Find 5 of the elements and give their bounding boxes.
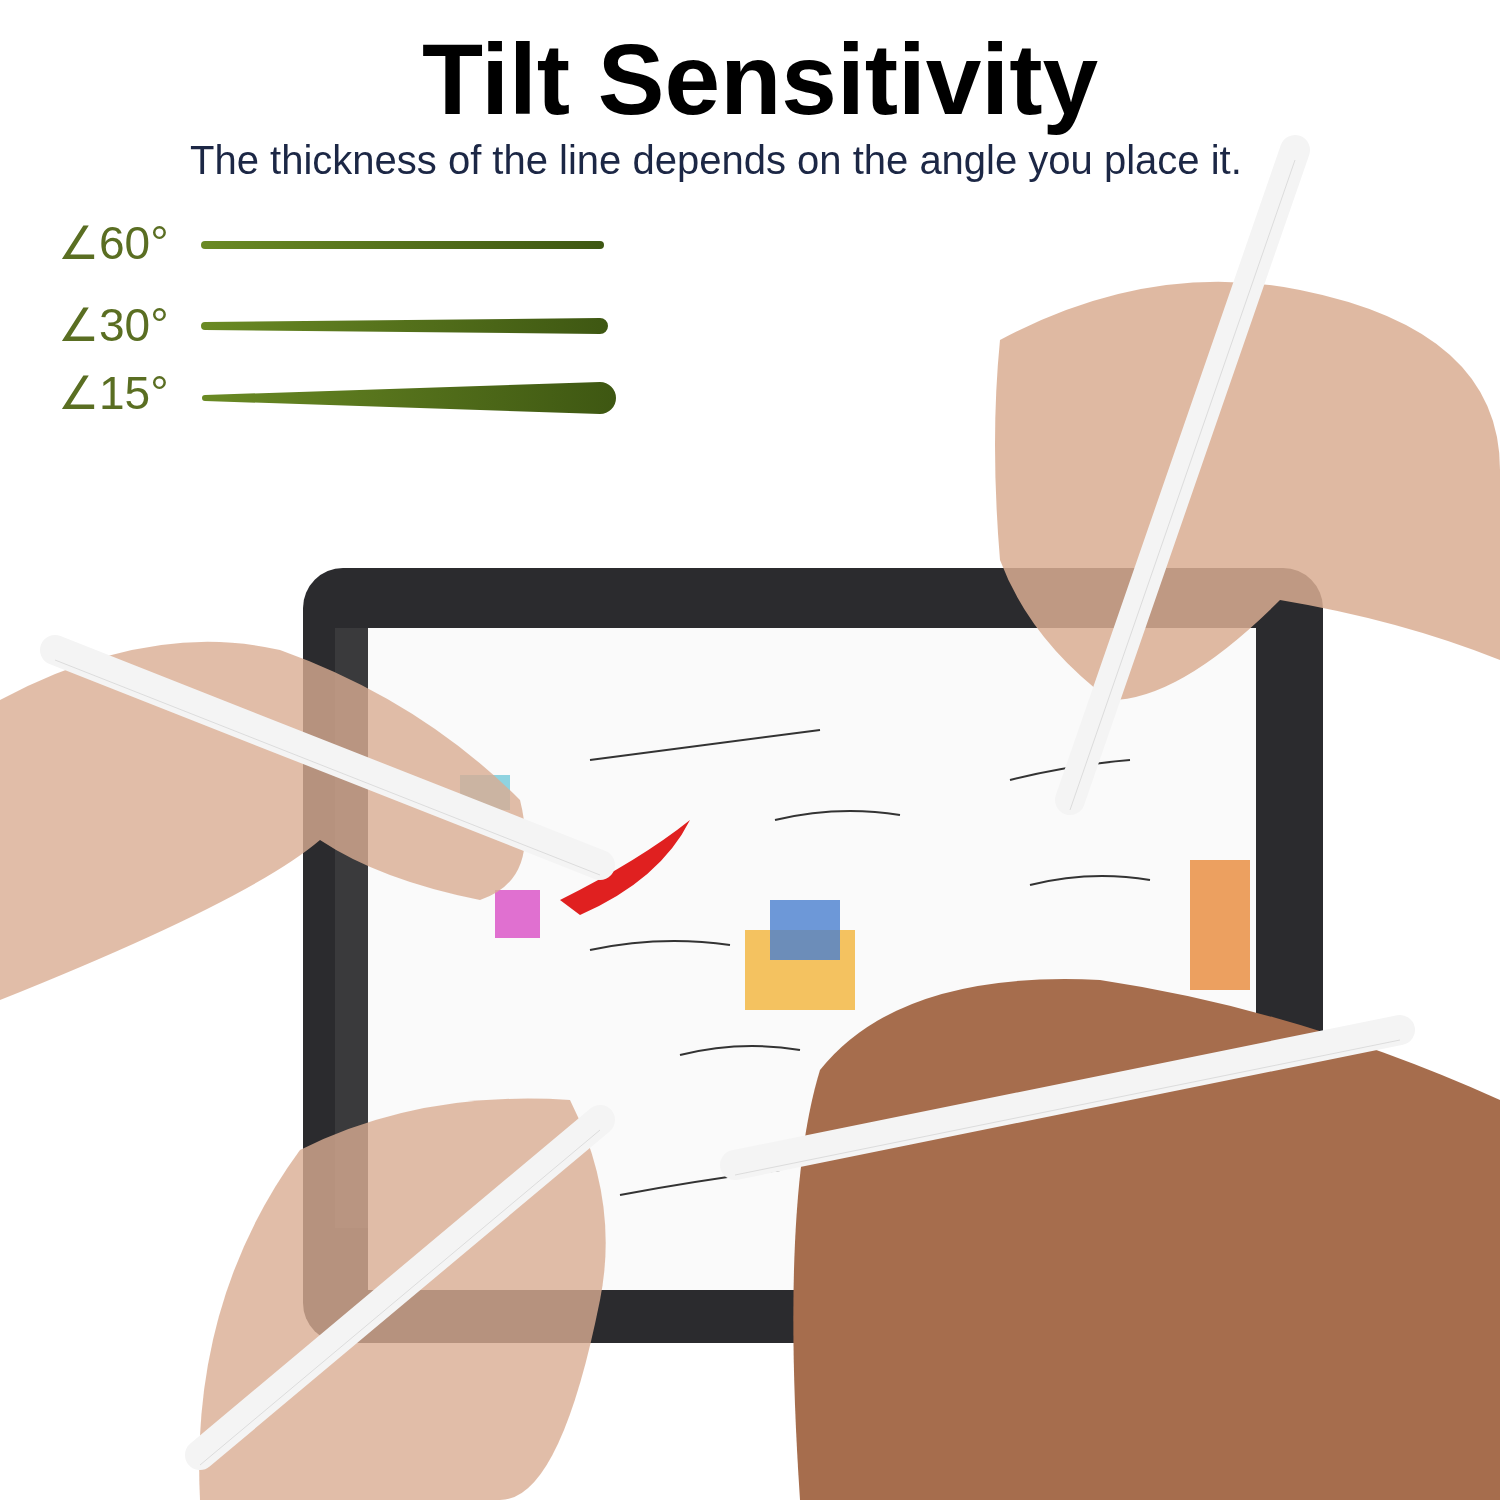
angle-label: ∠30°: [58, 298, 169, 352]
subtitle: The thickness of the line depends on the angle you place it.: [190, 138, 1242, 183]
angle-label: ∠15°: [58, 366, 169, 420]
title: Tilt Sensitivity: [420, 22, 1100, 137]
angle-label: ∠60°: [58, 216, 169, 270]
